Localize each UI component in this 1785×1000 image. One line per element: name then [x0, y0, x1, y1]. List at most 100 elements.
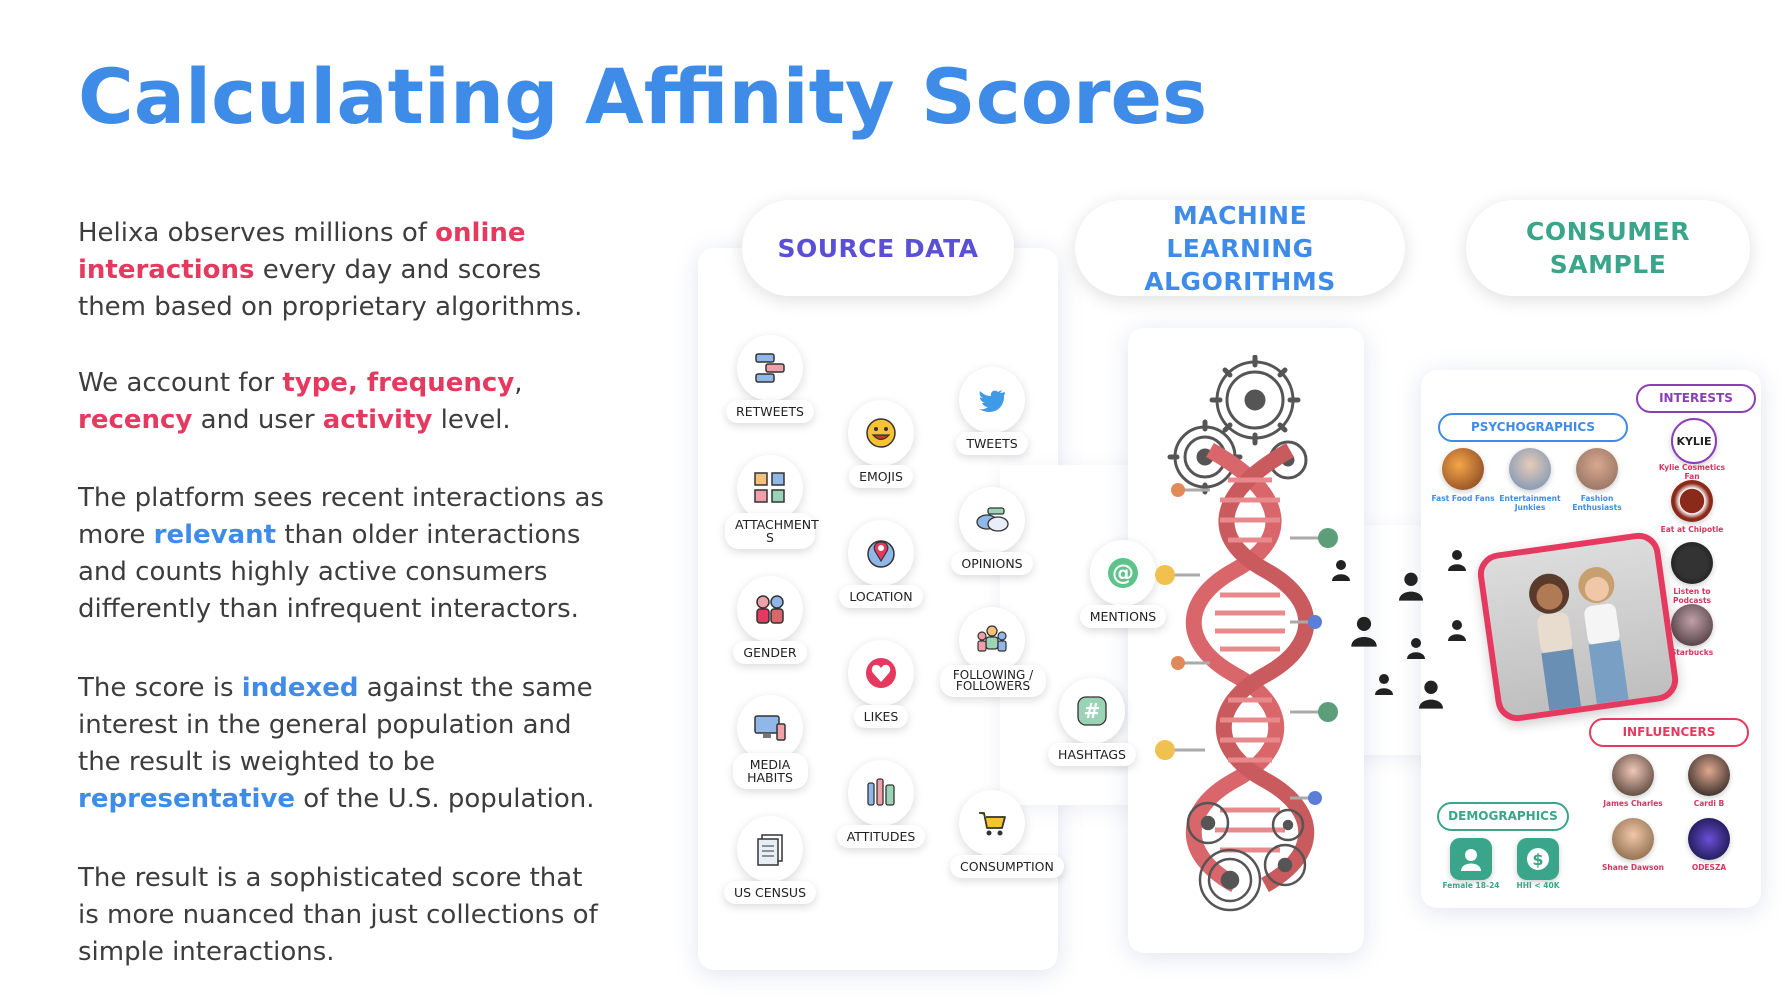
source-item-consumption: CONSUMPTION: [940, 790, 1064, 878]
source-data-header: SOURCE DATA: [742, 200, 1014, 296]
text: The result is a sophisticated score that…: [78, 863, 598, 967]
psychographic-caption: Entertainment Junkies: [1499, 494, 1561, 512]
influencer-caption: James Charles: [1603, 799, 1663, 808]
cardi-b-image: [1688, 754, 1730, 796]
source-label: TWEETS: [956, 432, 1028, 455]
people-icon: [959, 607, 1025, 673]
source-item-location: LOCATION: [829, 520, 933, 608]
source-label: US CENSUS: [723, 881, 817, 904]
source-label: FOLLOWING / FOLLOWERS: [940, 665, 1046, 697]
source-item-attachments: ATTACHMENT S: [718, 455, 822, 549]
person-icon: [1332, 560, 1350, 581]
fashion-image: [1576, 448, 1618, 490]
heart-icon: [848, 640, 914, 706]
source-label: HASHTAGS: [1048, 743, 1136, 766]
svg-text:#: #: [1084, 699, 1101, 723]
retweet-icon: [737, 335, 803, 401]
text: Helixa observes millions of: [78, 218, 436, 248]
ml-header: MACHINE LEARNING ALGORITHMS: [1075, 200, 1405, 296]
attachment-icon: [737, 455, 803, 521]
person-icon: [1448, 620, 1466, 641]
shopping-cart-icon: [959, 790, 1025, 856]
hashtag-icon: #: [1059, 678, 1125, 744]
source-item-retweets: RETWEETS: [718, 335, 822, 423]
person-icon: [1448, 550, 1466, 571]
smiley-icon: [848, 400, 914, 466]
source-label: MEDIA HABITS: [732, 753, 808, 789]
consumer-photo: [1475, 530, 1681, 724]
influencer-caption: Cardi B: [1693, 799, 1725, 808]
person-icon: [1399, 572, 1423, 601]
text: The platform sees recent interactions as…: [78, 483, 604, 550]
source-item-mentions: @ MENTIONS: [1071, 540, 1175, 628]
entertainment-image: [1509, 448, 1551, 490]
highlight-text: frequency: [366, 368, 515, 398]
source-item-us-census: US CENSUS: [718, 816, 822, 904]
influencer-caption: ODESZA: [1691, 863, 1727, 872]
source-item-media-habits: MEDIA HABITS: [718, 695, 822, 789]
consumer-sample-header: CONSUMER SAMPLE: [1466, 200, 1750, 296]
source-label: CONSUMPTION: [950, 855, 1064, 878]
starbucks-image: [1671, 604, 1713, 646]
interest-caption: Kylie Cosmetics Fan: [1658, 463, 1726, 481]
kylie-logo-text: KYLIE: [1676, 434, 1712, 448]
source-label: ATTACHMENT S: [725, 513, 819, 549]
source-item-emojis: EMOJIS: [829, 400, 933, 488]
highlight-text: indexed: [241, 673, 359, 703]
page-title: Calculating Affinity Scores: [78, 52, 1208, 141]
source-label: MENTIONS: [1079, 605, 1167, 628]
influencers-tag: INFLUENCERS: [1589, 718, 1749, 747]
source-item-likes: LIKES: [829, 640, 933, 728]
text: of the U.S. population.: [295, 784, 595, 814]
person-icon: [1351, 616, 1377, 647]
source-label: RETWEETS: [726, 400, 814, 423]
paragraph-indexed: The score is indexed against the same in…: [78, 670, 608, 818]
dna-helix-illustration: [1155, 355, 1338, 912]
highlight-text: activity: [322, 405, 433, 435]
female-icon: [1450, 838, 1492, 880]
highlight-text: relevant: [153, 520, 277, 550]
interest-caption: Eat at Chipotle: [1660, 525, 1724, 534]
source-item-opinions: OPINIONS: [940, 487, 1044, 575]
interest-caption: Listen to Podcasts: [1672, 587, 1712, 605]
gender-icon: [737, 576, 803, 642]
highlight-text: type: [282, 368, 348, 398]
odesza-image: [1688, 818, 1730, 860]
source-label: OPINIONS: [951, 552, 1033, 575]
chat-bubbles-icon: [959, 487, 1025, 553]
paragraph-result: The result is a sophisticated score that…: [78, 860, 608, 971]
kylie-logo-image: KYLIE: [1671, 418, 1717, 464]
source-item-gender: GENDER: [718, 576, 822, 664]
podcast-image: [1671, 542, 1713, 584]
source-label: GENDER: [733, 641, 807, 664]
map-pin-icon: [848, 520, 914, 586]
text: against the same interest in the general…: [78, 673, 593, 777]
text: than older interactions and counts highl…: [78, 520, 581, 624]
source-item-attitudes: ATTITUDES: [829, 760, 933, 848]
person-icon: [1375, 674, 1393, 695]
text: The score is: [78, 673, 242, 703]
source-label: LOCATION: [839, 585, 923, 608]
psychographics-tag: PSYCHOGRAPHICS: [1438, 413, 1628, 442]
document-icon: [737, 816, 803, 882]
psychographic-caption: Fashion Enthusiasts: [1572, 494, 1622, 512]
monitor-icon: [737, 695, 803, 761]
chipotle-logo-image: [1671, 480, 1713, 522]
demographics-tag: DEMOGRAPHICS: [1437, 802, 1569, 831]
tools-icon: [848, 760, 914, 826]
dollar-icon: $: [1517, 838, 1559, 880]
person-icon: [1407, 638, 1425, 659]
interest-caption: Starbucks: [1670, 648, 1714, 657]
text: level.: [432, 405, 511, 435]
paragraph-online-interactions: Helixa observes millions of online inter…: [78, 215, 608, 326]
highlight-text: recency: [78, 405, 193, 435]
psychographic-caption: Fast Food Fans: [1431, 494, 1495, 503]
source-label: ATTITUDES: [836, 825, 926, 848]
twitter-bird-icon: [959, 367, 1025, 433]
influencer-caption: Shane Dawson: [1601, 863, 1664, 872]
interests-tag: INTERESTS: [1636, 384, 1756, 413]
fast-food-image: [1442, 448, 1484, 490]
text: ,: [347, 368, 367, 398]
text: ,: [514, 368, 523, 398]
paragraph-relevant: The platform sees recent interactions as…: [78, 480, 608, 628]
